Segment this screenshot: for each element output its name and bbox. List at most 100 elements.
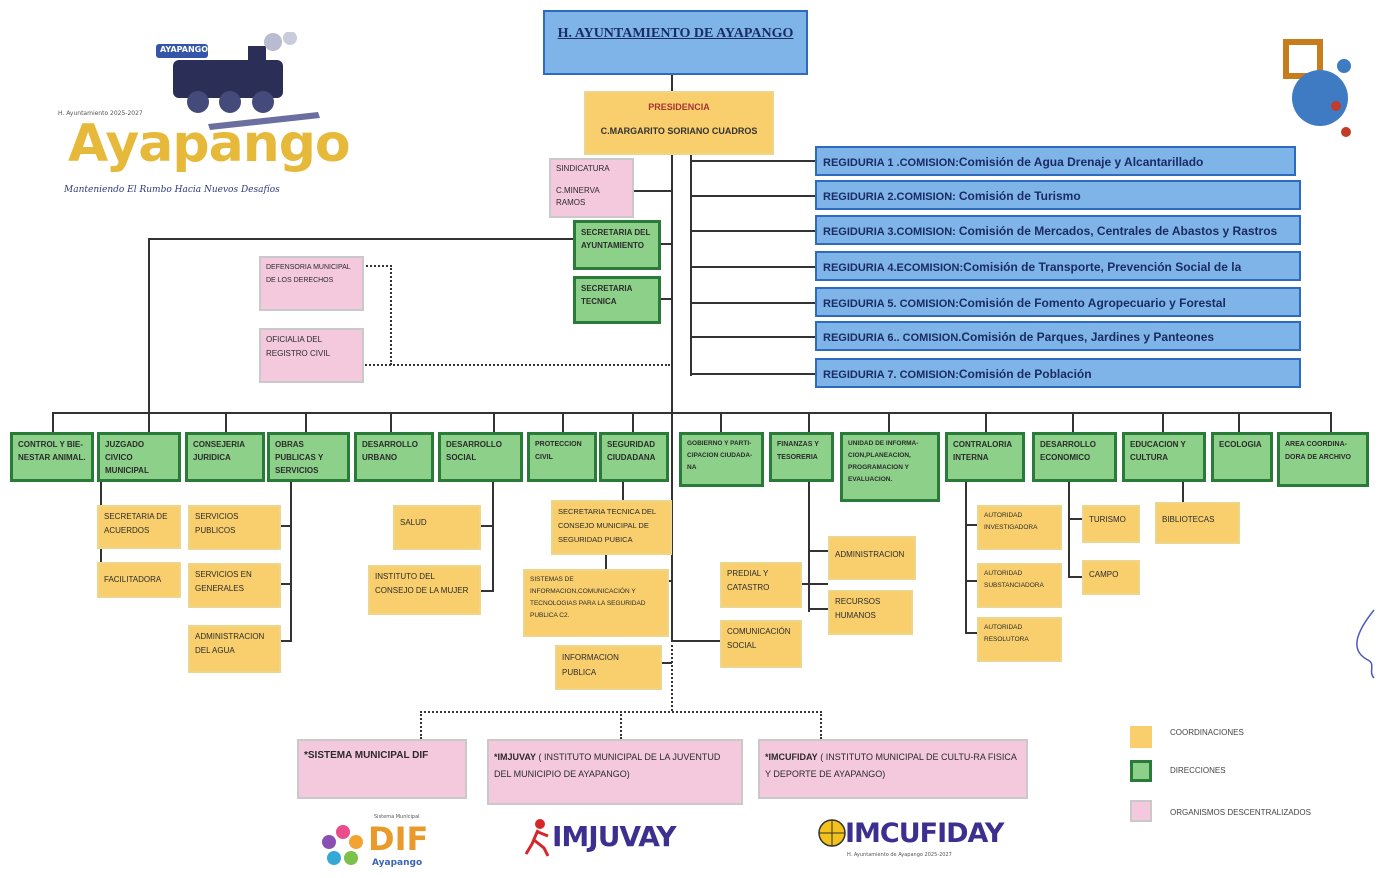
- imjuvay-logo: IMJUVAY: [520, 812, 700, 862]
- direccion-consejeria-juridica: CONSEJERIA JURIDICA: [185, 432, 265, 482]
- coord-instituto-mujer: INSTITUTO DEL CONSEJO DE LA MUJER: [368, 565, 481, 615]
- direccion-obras-publicas: OBRAS PUBLICAS Y SERVICIOS: [267, 432, 350, 482]
- imcufiday-logo-sub: H. Ayuntamiento de Ayapango 2025-2027: [847, 852, 952, 858]
- presidencia-box: PRESIDENCIA C.MARGARITO SORIANO CUADROS: [584, 91, 774, 155]
- coord-informacion-publica: INFORMACION PUBLICA: [555, 645, 662, 690]
- direccion-desarrollo-economico: DESARROLLO ECONOMICO: [1032, 432, 1117, 482]
- coord-autoridad-substanciadora: AUTORIDAD SUBSTANCIADORA: [977, 563, 1062, 608]
- regiduria-5-prefix: REGIDURIA 5. COMISION:: [823, 298, 959, 310]
- regiduria-7-name: Comisión de Población: [958, 367, 1092, 381]
- presidencia-label: PRESIDENCIA: [648, 102, 710, 112]
- coord-administracion-agua: ADMINISTRACION DEL AGUA: [188, 625, 281, 673]
- logo-slogan: Manteniendo El Rumbo Hacia Nuevos Desafí…: [64, 185, 280, 195]
- ayuntamiento-title-box: H. AYUNTAMIENTO DE AYAPANGO: [543, 10, 808, 75]
- regiduria-1: REGIDURIA 1 .COMISION:Comisión de Agua D…: [815, 146, 1296, 176]
- organismo-imcufiday-title: *IMCUFIDAY: [765, 752, 818, 762]
- presidente-name: C.MARGARITO SORIANO CUADROS: [600, 126, 758, 136]
- regiduria-3-name: Comisión de Mercados, Centrales de Abast…: [958, 224, 1278, 238]
- coord-secretaria-acuerdos: SECRETARIA DE ACUERDOS: [97, 505, 181, 549]
- coord-servicios-publicos: SERVICIOS PUBLICOS: [188, 505, 281, 550]
- secretaria-ayuntamiento-box: SECRETARIA DEL AYUNTAMIENTO: [573, 220, 661, 270]
- organismo-imjuvay-text: ( INSTITUTO MUNICIPAL DE LA JUVENTUD DEL…: [494, 752, 721, 779]
- direccion-juzgado-civico: JUZGADO CIVICO MUNICIPAL: [97, 432, 181, 482]
- legend-label-coordinaciones: COORDINACIONES: [1170, 728, 1244, 737]
- imcufiday-logo: IMCUFIDAY H. Ayuntamiento de Ayapango 20…: [815, 810, 1015, 866]
- coord-servicios-generales: SERVICIOS EN GENERALES: [188, 563, 281, 608]
- regiduria-2: REGIDURIA 2.COMISION: Comisión de Turism…: [815, 180, 1301, 210]
- direccion-seguridad-ciudadana: SEGURIDAD CIUDADANA: [599, 432, 669, 482]
- legend-swatch-coordinaciones: [1130, 726, 1152, 748]
- regiduria-7: REGIDURIA 7. COMISION:Comisión de Poblac…: [815, 358, 1301, 388]
- direccion-contraloria: CONTRALORIA INTERNA: [945, 432, 1025, 482]
- direccion-area-archivo: AREA COORDINA-DORA DE ARCHIVO: [1277, 432, 1369, 487]
- coord-administracion: ADMINISTRACION: [828, 536, 916, 580]
- coord-sistemas-informacion: SISTEMAS DE INFORMACION,COMUNICACIÓN Y T…: [523, 569, 669, 637]
- regiduria-4-prefix: REGIDURIA 4.ECOMISION:: [823, 262, 964, 274]
- signature-mark: [1356, 609, 1375, 679]
- regiduria-6-name: Comisión de Parques, Jardines y Panteone…: [961, 330, 1215, 344]
- coord-secretaria-tecnica-seguridad: SECRETARIA TECNICA DEL CONSEJO MUNICIPAL…: [551, 500, 672, 555]
- ball-icon: [818, 819, 846, 847]
- legend-label-direcciones: DIRECCIONES: [1170, 766, 1226, 775]
- regiduria-6-prefix: REGIDURIA 6.. COMISION.: [823, 332, 962, 344]
- legend-label-organismos: ORGANISMOS DESCENTRALIZADOS: [1170, 808, 1311, 817]
- regiduria-2-prefix: REGIDURIA 2.COMISION:: [823, 191, 959, 203]
- direccion-control-bienestar-animal: CONTROL Y BIE-NESTAR ANIMAL.: [10, 432, 94, 482]
- coord-turismo: TURISMO: [1082, 505, 1140, 543]
- coord-campo: CAMPO: [1082, 560, 1140, 595]
- coord-autoridad-resolutora: AUTORIDAD RESOLUTORA: [977, 617, 1062, 662]
- regiduria-4-name: Comisión de Transporte, Prevención Socia…: [963, 260, 1242, 274]
- dif-logo-sub: Ayapango: [372, 858, 423, 868]
- legend-swatch-direcciones: [1130, 760, 1152, 782]
- logo-name: Ayapango: [68, 114, 351, 174]
- flower-icon: [322, 825, 363, 865]
- dif-logo-small: Sistema Municipal: [374, 814, 420, 820]
- organismo-imcufiday: *IMCUFIDAY ( INSTITUTO MUNICIPAL DE CULT…: [758, 739, 1028, 799]
- direccion-educacion-cultura: EDUCACION Y CULTURA: [1122, 432, 1206, 482]
- direccion-desarrollo-urbano: DESARROLLO URBANO: [354, 432, 434, 482]
- regiduria-2-name: Comisión de Turismo: [958, 189, 1081, 203]
- organismo-imjuvay-title: *IMJUVAY: [494, 752, 537, 762]
- imcufiday-logo-text: IMCUFIDAY: [845, 818, 1004, 849]
- secretaria-tecnica-box: SECRETARIA TECNICA: [573, 276, 661, 324]
- sindico-name: C.MINERVA RAMOS: [556, 186, 600, 207]
- organismo-imjuvay: *IMJUVAY ( INSTITUTO MUNICIPAL DE LA JUV…: [487, 739, 743, 805]
- coord-facilitadora: FACILITADORA: [97, 562, 181, 598]
- direccion-ecologia: ECOLOGIA: [1211, 432, 1273, 482]
- regiduria-5-name: Comisión de Fomento Agropecuario y Fores…: [958, 296, 1226, 310]
- imjuvay-logo-text: IMJUVAY: [552, 820, 676, 853]
- coord-predial-catastro: PREDIAL Y CATASTRO: [720, 562, 802, 608]
- direccion-gobierno-participacion: GOBIERNO Y PARTI-CIPACION CIUDADA-NA: [679, 432, 764, 487]
- organismo-dif: *SISTEMA MUNICIPAL DIF: [297, 739, 467, 799]
- regiduria-3: REGIDURIA 3.COMISION: Comisión de Mercad…: [815, 215, 1301, 245]
- defensoria-box: DEFENSORIA MUNICIPAL DE LOS DERECHOS: [259, 256, 364, 311]
- organismo-imcufiday-text: ( INSTITUTO MUNICIPAL DE CULTU-RA FISICA…: [765, 752, 1017, 779]
- coord-salud: SALUD: [393, 505, 481, 550]
- sindicatura-label: SINDICATURA: [556, 164, 610, 173]
- ayuntamiento-title: H. AYUNTAMIENTO DE AYAPANGO: [557, 26, 794, 41]
- coord-recursos-humanos: RECURSOS HUMANOS: [828, 590, 913, 635]
- regiduria-3-prefix: REGIDURIA 3.COMISION:: [823, 226, 959, 238]
- oficialia-box: OFICIALIA DEL REGISTRO CIVIL: [259, 328, 364, 383]
- direccion-unidad-informacion: UNIDAD DE INFORMA-CION,PLANEACION, PROGR…: [840, 432, 940, 502]
- organismo-dif-title: *SISTEMA MUNICIPAL DIF: [304, 750, 429, 761]
- runner-icon: [524, 819, 550, 857]
- legend-swatch-organismos: [1130, 800, 1152, 822]
- direccion-proteccion-civil: PROTECCION CIVIL: [527, 432, 597, 482]
- regiduria-6: REGIDURIA 6.. COMISION.Comisión de Parqu…: [815, 321, 1301, 351]
- coord-autoridad-investigadora: AUTORIDAD INVESTIGADORA: [977, 505, 1062, 550]
- coord-comunicacion-social: COMUNICACIÓN SOCIAL: [720, 620, 802, 668]
- sindicatura-box: SINDICATURA C.MINERVA RAMOS: [549, 158, 634, 218]
- regiduria-5: REGIDURIA 5. COMISION:Comisión de Foment…: [815, 287, 1301, 317]
- direccion-finanzas-tesoreria: FINANZAS Y TESORERIA: [769, 432, 834, 482]
- municipal-logo: AYAPANGO H. Ayuntamiento 2025-2027 Ayapa…: [58, 32, 351, 202]
- coord-bibliotecas: BIBLIOTECAS: [1155, 502, 1240, 544]
- direccion-desarrollo-social: DESARROLLO SOCIAL: [438, 432, 523, 482]
- regiduria-1-name: Comisión de Agua Drenaje y Alcantarillad…: [958, 155, 1204, 169]
- jester-logo-icon: [1283, 39, 1351, 137]
- dif-logo-text: DIF: [368, 820, 429, 858]
- regiduria-4: REGIDURIA 4.ECOMISION:Comisión de Transp…: [815, 251, 1301, 281]
- train-icon: [156, 32, 320, 130]
- regiduria-7-prefix: REGIDURIA 7. COMISION:: [823, 369, 959, 381]
- dif-logo: Sistema Municipal DIF Ayapango: [318, 812, 428, 876]
